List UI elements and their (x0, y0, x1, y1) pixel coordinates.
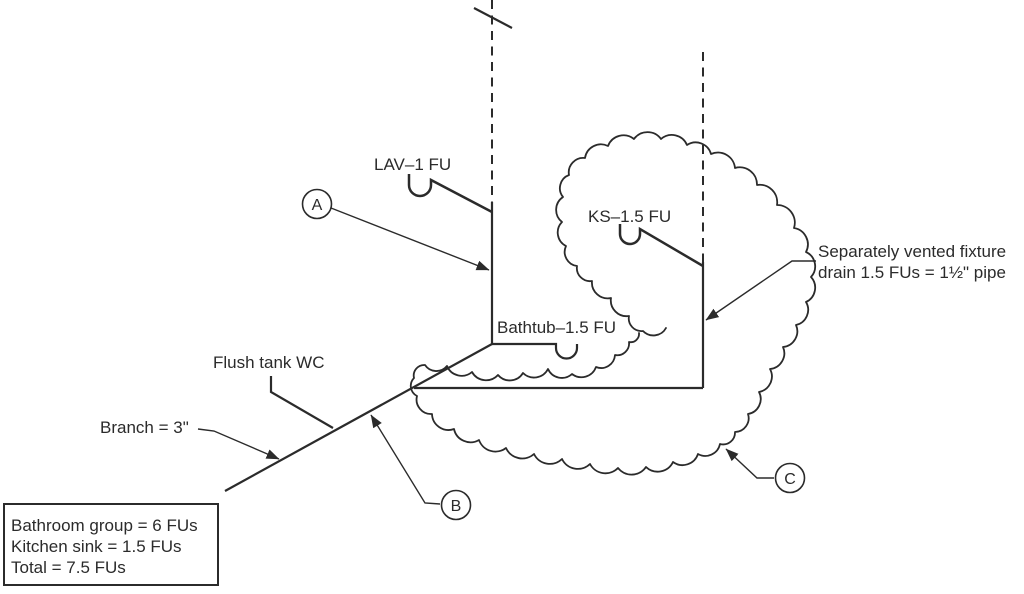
branch-diagonal-pipe (224, 343, 493, 492)
callout-b-letter: B (451, 498, 462, 515)
summary-box-line1: Bathroom group = 6 FUs (11, 516, 198, 535)
callout-a-circle (301, 188, 333, 220)
callout-c-letter: C (784, 471, 796, 488)
separately-vented-leader-arrow (705, 260, 816, 321)
separately-vented-note-line2: drain 1.5 FUs = 1½" pipe (818, 263, 1006, 282)
lav-trap-and-drain (407, 174, 493, 214)
branch-size-label: Branch = 3" (100, 418, 189, 437)
callout-a-leader-arrow (330, 207, 490, 271)
lav-label: LAV–1 FU (374, 155, 451, 174)
kitchen-sink-trap-and-drain (618, 224, 704, 268)
summary-box (3, 503, 219, 586)
bathtub-label: Bathtub–1.5 FU (497, 318, 616, 337)
wc-label: Flush tank WC (213, 353, 324, 372)
callout-b-leader-arrow (370, 414, 441, 505)
callout-b-circle (440, 489, 472, 521)
bathtub-trap-and-drain (492, 342, 579, 360)
callout-a-letter: A (312, 197, 323, 214)
kitchen-sink-label: KS–1.5 FU (588, 207, 671, 226)
summary-box-line2: Kitchen sink = 1.5 FUs (11, 537, 182, 556)
revision-cloud (409, 131, 816, 476)
callout-c-leader-arrow (725, 448, 774, 479)
separately-vented-note-line1: Separately vented fixture (818, 242, 1006, 261)
summary-box-line3: Total = 7.5 FUs (11, 558, 126, 577)
pipe-break-slash (473, 7, 513, 29)
branch-label-leader-arrow (197, 428, 280, 460)
callout-c-circle (774, 462, 806, 494)
wc-connector-line (269, 376, 334, 429)
